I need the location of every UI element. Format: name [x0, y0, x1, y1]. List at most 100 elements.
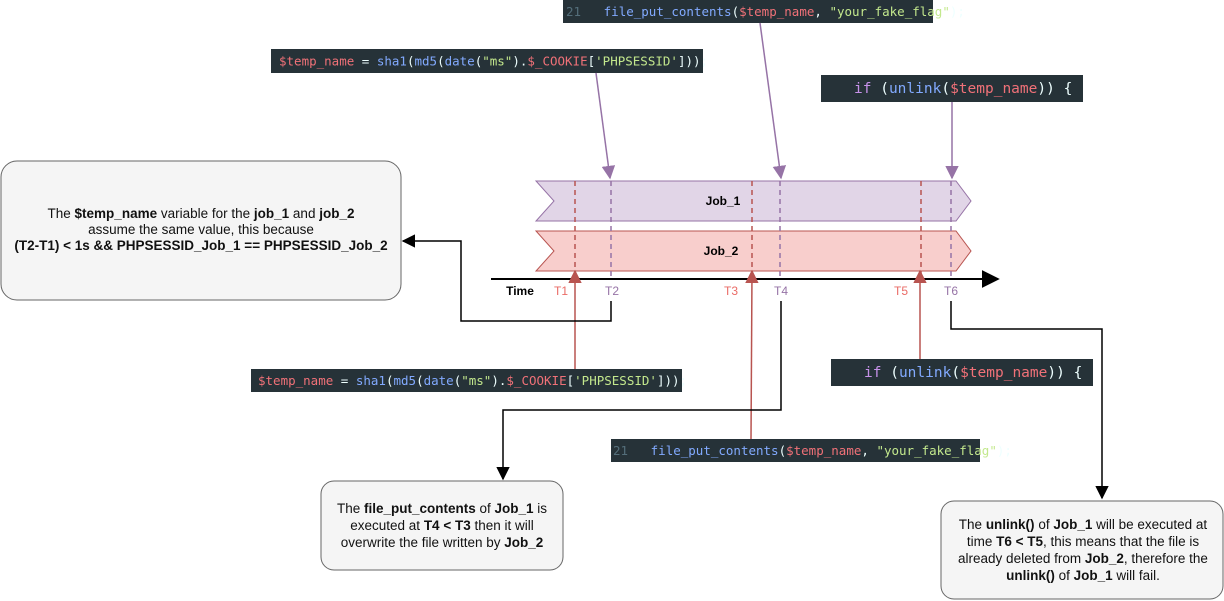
code-line: if (unlink($temp_name)) { [854, 81, 1072, 97]
code-block-bg [611, 439, 980, 462]
code-token: if [854, 81, 871, 97]
note-run: time [967, 534, 996, 549]
code-token: = [354, 54, 377, 69]
code-token: $temp_name [258, 373, 333, 388]
code-unlink-job1: if (unlink($temp_name)) { [821, 75, 1083, 102]
tick-label-t1: T1 [554, 284, 568, 298]
code-line: if (unlink($temp_name)) { [864, 365, 1082, 381]
note-line: (T2-T1) < 1s && PHPSESSID_Job_1 == PHPSE… [14, 238, 387, 253]
code-token: "your_fake_flag" [829, 4, 949, 19]
time-axis-label: Time [506, 284, 534, 298]
note-run: , this means that the file is [1043, 534, 1199, 549]
note-middle-text: The file_put_contents of Job_1 is execute… [337, 501, 547, 550]
code-token: ); [950, 4, 965, 19]
code-token: ); [997, 443, 1012, 458]
note-run: and [289, 206, 319, 221]
note-run: of [1055, 568, 1074, 583]
note-run: executed at [350, 518, 424, 533]
code-token: "ms" [461, 373, 491, 388]
code-token: 'PHPSESSID' [595, 54, 678, 69]
note-line: time T6 < T5, this means that the file i… [967, 534, 1199, 549]
code-token: ( [951, 365, 960, 381]
code-token: ( [437, 54, 445, 69]
code-token: 'PHPSESSID' [574, 373, 657, 388]
code-token: )) { [1037, 81, 1072, 97]
connector-middle-note [496, 301, 782, 481]
code-sha1-job2: $temp_name = sha1(md5(date("ms").$_COOKI… [251, 369, 687, 392]
code-token: $temp_name [739, 4, 814, 19]
note-run: The [48, 206, 75, 221]
code-token: = [333, 373, 356, 388]
note-line: unlink() of Job_1 will fail. [1006, 568, 1160, 583]
note-line: The unlink() of Job_1 will be executed a… [959, 517, 1208, 532]
note-right-text: The unlink() of Job_1 will be executed a… [958, 517, 1208, 583]
code-token: [ [567, 373, 575, 388]
code-token: unlink [899, 365, 952, 381]
code-token: $_COOKIE [527, 54, 587, 69]
note-run: (T2-T1) < 1s && PHPSESSID_Job_1 == PHPSE… [14, 238, 387, 253]
code-token: "your_fake_flag" [876, 443, 996, 458]
note-run: The [959, 517, 986, 532]
note-line: overwrite the file written by Job_2 [341, 535, 544, 550]
code-line: 21 file_put_contents($temp_name, "your_f… [613, 443, 1012, 458]
code-token: ( [416, 373, 424, 388]
tick-label-t2: T2 [605, 284, 619, 298]
code-token: ])); [657, 373, 687, 388]
note-right-box [940, 500, 1224, 600]
code-token: ). [512, 54, 527, 69]
note-run: variable for the [157, 206, 254, 221]
note-run: will fail. [1113, 568, 1160, 583]
tick-label-t6: T6 [944, 284, 958, 298]
code-sha1-job1: $temp_name = sha1(md5(date("ms").$_COOKI… [271, 49, 708, 73]
arrow-fpc-job2 [745, 269, 759, 440]
note-line: The $temp_name variable for the job_1 an… [48, 206, 355, 221]
code-token: unlink [889, 81, 942, 97]
code-token [628, 443, 651, 458]
code-token: ])); [678, 54, 708, 69]
code-block-bg [251, 369, 682, 392]
note-run: unlink() [1006, 568, 1055, 583]
code-token: ( [454, 373, 462, 388]
note-run: Job_2 [504, 535, 543, 550]
code-token: $temp_name [950, 81, 1037, 97]
note-run: Job_1 [1053, 517, 1093, 532]
arrow-sha1-job1 [595, 72, 616, 180]
code-token: ( [871, 81, 888, 97]
note-line: assume the same value, this because [88, 222, 314, 237]
code-token: file_put_contents [604, 4, 732, 19]
note-run: file_put_contents [364, 501, 476, 516]
timing-markers [574, 181, 952, 279]
note-line: The file_put_contents of Job_1 is [337, 501, 547, 516]
note-run: T4 < T3 [424, 518, 471, 533]
code-token: date [445, 54, 475, 69]
job1-label: Job_1 [706, 194, 741, 208]
code-unlink-job2: if (unlink($temp_name)) { [831, 359, 1093, 386]
code-token: )) { [1047, 365, 1082, 381]
code-token: if [864, 365, 881, 381]
code-token: ( [407, 54, 415, 69]
code-token: md5 [414, 54, 437, 69]
note-run: of [1035, 517, 1054, 532]
code-token: [ [588, 54, 596, 69]
code-token: sha1 [356, 373, 386, 388]
code-fpc-job1: 21 file_put_contents($temp_name, "your_f… [563, 0, 965, 23]
note-left-box [0, 160, 402, 301]
note-run: job_1 [253, 206, 290, 221]
note-line: already deleted from Job_2, therefore th… [958, 551, 1208, 566]
code-line: 21 file_put_contents($temp_name, "your_f… [566, 4, 965, 19]
job2-label: Job_2 [704, 244, 739, 258]
code-token [581, 4, 604, 19]
note-run: assume the same value, this because [88, 222, 314, 237]
arrow-fpc-job1 [759, 22, 787, 180]
code-token: file_put_contents [651, 443, 779, 458]
tick-label-t4: T4 [774, 284, 788, 298]
code-token: $temp_name [279, 54, 354, 69]
code-token: 21 [613, 443, 628, 458]
note-run: Job_2 [1085, 551, 1124, 566]
note-run: already deleted from [958, 551, 1085, 566]
note-run: then it will [471, 518, 534, 533]
note-run: $temp_name [75, 206, 158, 221]
code-block-bg [271, 49, 703, 73]
code-token: ( [941, 81, 950, 97]
